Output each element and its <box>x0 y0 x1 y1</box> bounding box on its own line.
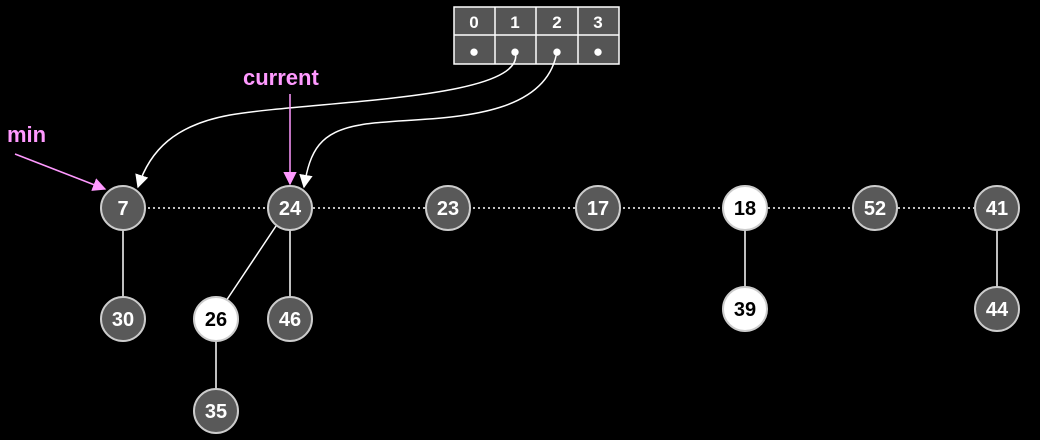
node-circle <box>425 185 471 231</box>
heap-node-35: 35 <box>193 388 239 434</box>
array-slot-2-arrow <box>299 50 558 189</box>
node-circle <box>193 296 239 342</box>
node-key: 18 <box>734 198 756 220</box>
heap-node-26: 26 <box>193 296 239 342</box>
node-key: 7 <box>117 198 128 220</box>
node-key: 30 <box>112 309 134 331</box>
node-circle <box>974 286 1020 332</box>
node-circle <box>722 286 768 332</box>
node-circle <box>575 185 621 231</box>
node-circle <box>267 296 313 342</box>
current-pointer-label: current <box>243 65 319 90</box>
heap-node-18: 18 <box>722 185 768 231</box>
heap-node-17: 17 <box>575 185 621 231</box>
array-slot-3-pointer: ● <box>593 42 603 61</box>
array-index-1: 1 <box>510 13 519 32</box>
node-circle <box>267 185 313 231</box>
node-circle <box>852 185 898 231</box>
node-key: 35 <box>205 401 227 423</box>
node-key: 17 <box>587 198 609 220</box>
heap-node-41: 41 <box>974 185 1020 231</box>
tree-edges <box>122 225 998 389</box>
array-slot-0-pointer: ● <box>469 42 479 61</box>
node-circle <box>722 185 768 231</box>
node-key: 23 <box>437 198 459 220</box>
min-pointer-arrow <box>14 153 107 191</box>
node-key: 44 <box>986 299 1009 321</box>
heap-node-24: 24 <box>267 185 313 231</box>
node-key: 52 <box>864 198 886 220</box>
node-key: 26 <box>205 309 227 331</box>
degree-array: 0 1 2 3 ● ● ● ● <box>453 6 620 65</box>
node-key: 24 <box>279 198 302 220</box>
min-pointer-label: min <box>7 122 46 147</box>
array-slot-1-arrow <box>135 50 517 189</box>
node-circle <box>100 185 146 231</box>
heap-node-30: 30 <box>100 296 146 342</box>
heap-node-23: 23 <box>425 185 471 231</box>
heap-node-46: 46 <box>267 296 313 342</box>
array-index-3: 3 <box>593 13 602 32</box>
node-key: 46 <box>279 309 301 331</box>
node-circle <box>193 388 239 434</box>
array-index-2: 2 <box>552 13 561 32</box>
edge-24-26 <box>225 225 277 302</box>
heap-node-39: 39 <box>722 286 768 332</box>
heap-node-7: 7 <box>100 185 146 231</box>
array-index-0: 0 <box>469 13 478 32</box>
heap-node-44: 44 <box>974 286 1020 332</box>
heap-node-52: 52 <box>852 185 898 231</box>
node-key: 39 <box>734 299 756 321</box>
node-circle <box>974 185 1020 231</box>
node-circle <box>100 296 146 342</box>
node-key: 41 <box>986 198 1008 220</box>
